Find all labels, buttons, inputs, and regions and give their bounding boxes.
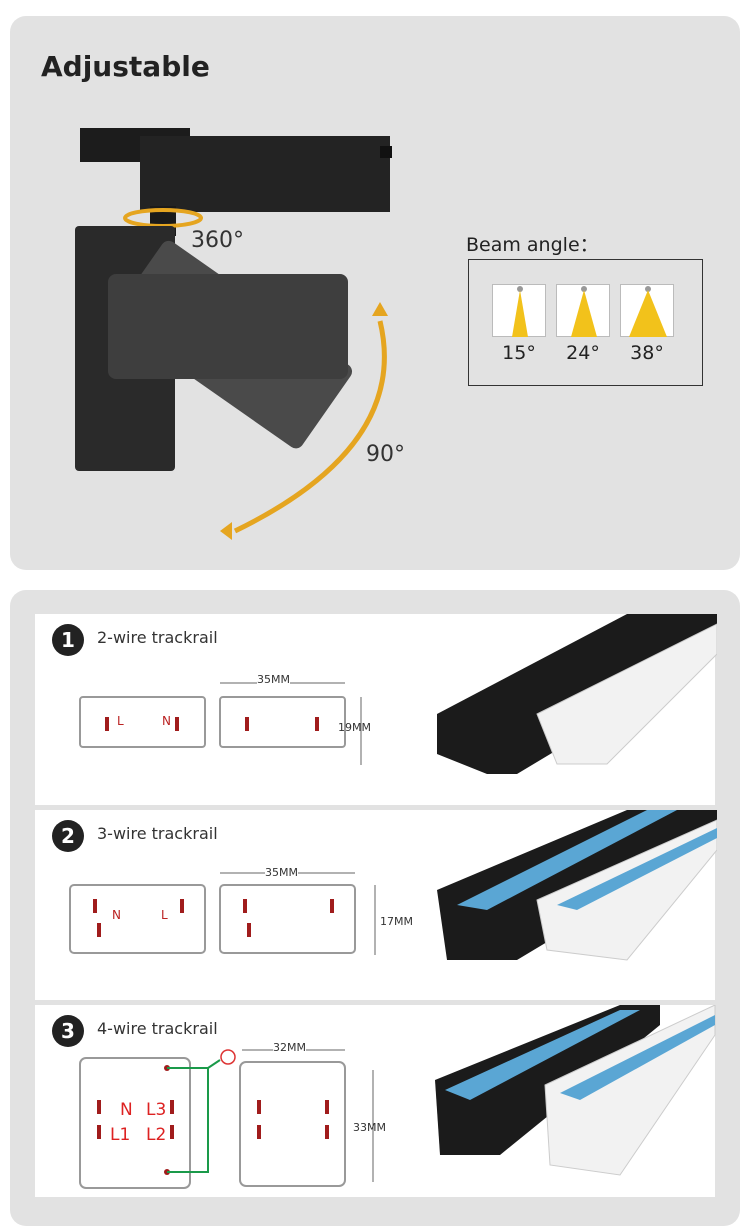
ground-icon [220, 1049, 236, 1065]
wire-label: L2 [146, 1125, 167, 1145]
height-dimension: 17MM [380, 915, 413, 928]
width-dimension: 32MM [273, 1041, 306, 1054]
trackrail-title: 4-wire trackrail [97, 1019, 218, 1038]
wire-label: L3 [146, 1100, 167, 1120]
height-dimension: 33MM [353, 1121, 386, 1134]
profile-diagram [79, 682, 362, 765]
trackrail-card: 1 2-wire trackrail L N 35MM 19MM 2 3-wir… [10, 590, 740, 1226]
section-title: Adjustable [41, 50, 210, 83]
beam-angle-box: 15° 24° 38° [468, 259, 703, 386]
wire-label: L1 [110, 1125, 131, 1145]
height-dimension: 19MM [338, 721, 371, 734]
beam-label: 15° [502, 342, 536, 364]
wire-label: N [120, 1100, 133, 1120]
beam-label: 24° [566, 342, 600, 364]
wire-label: N [112, 908, 121, 922]
trackrail-title: 3-wire trackrail [97, 824, 218, 843]
beam-38-icon [620, 284, 674, 337]
width-dimension: 35MM [257, 673, 290, 686]
wire-label: L [161, 908, 168, 922]
adjustable-card: Adjustable 360° 90° Beam angle： 15° 24° … [10, 16, 740, 570]
trackrail-title: 2-wire trackrail [97, 628, 218, 647]
trackrail-photo [435, 1005, 716, 1176]
beam-15-icon [492, 284, 546, 337]
trackrail-photo [437, 810, 717, 961]
trackrail-photo [437, 614, 717, 774]
width-dimension: 35MM [265, 866, 298, 879]
trackrail-4wire: 3 4-wire trackrail N L3 L1 L2 32MM 33MM [35, 1005, 716, 1197]
step-number: 3 [52, 1015, 84, 1047]
profile-diagram [79, 1049, 374, 1189]
step-number: 1 [52, 624, 84, 656]
beam-label: 38° [630, 342, 664, 364]
trackrail-2wire: 1 2-wire trackrail L N 35MM 19MM [35, 614, 717, 805]
track-light-illustration [75, 128, 392, 540]
wire-label: L [117, 714, 124, 728]
beam-24-icon [556, 284, 610, 337]
trackrail-3wire: 2 3-wire trackrail N L 35MM 17MM [35, 810, 717, 1000]
wire-label: N [162, 714, 171, 728]
tilt-label: 90° [366, 442, 405, 467]
step-number: 2 [52, 820, 84, 852]
rotation-label: 360° [191, 228, 244, 253]
profile-diagram [69, 872, 376, 955]
beam-angle-title: Beam angle： [466, 234, 599, 256]
